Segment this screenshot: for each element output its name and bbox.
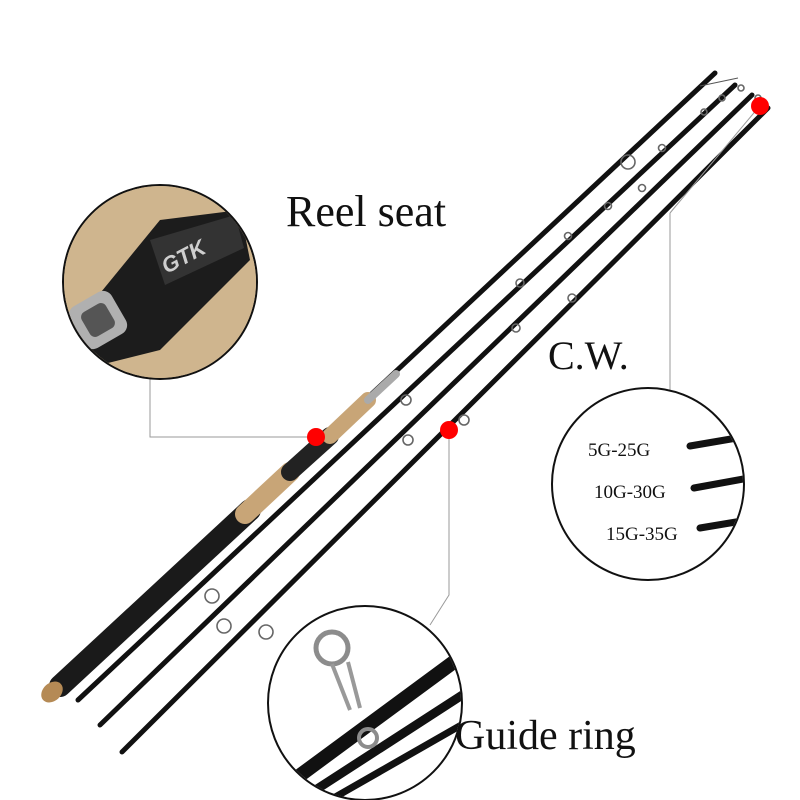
cw-inset	[551, 387, 745, 581]
guide-ring-inset	[267, 605, 463, 800]
casting-weight-option: 15G-35G	[606, 524, 678, 545]
guide-ring-marker	[440, 421, 458, 439]
rod-blank-3	[97, 92, 755, 728]
reel-seat-label: Reel seat	[286, 187, 447, 236]
casting-weight-marker	[751, 97, 769, 115]
casting-weight-option: 10G-30G	[594, 482, 666, 503]
casting-weight-option: 5G-25G	[588, 440, 651, 461]
rod-handle	[41, 370, 400, 703]
guide-ring-label: Guide ring	[455, 713, 636, 759]
reel-seat-marker	[307, 428, 325, 446]
rod-guides	[204, 84, 762, 640]
casting-weight-label: C.W.	[548, 333, 629, 378]
rod-blank-2	[75, 82, 738, 703]
reel-seat-inset: GTK	[62, 184, 258, 380]
red-markers	[307, 97, 769, 446]
callout-lines	[149, 107, 759, 626]
